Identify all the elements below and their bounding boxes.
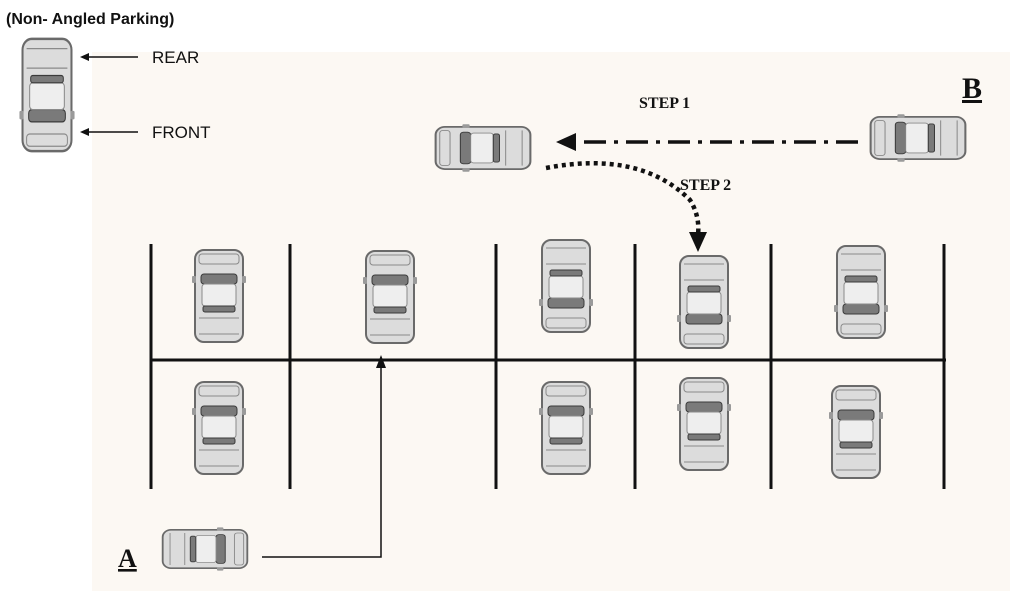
rear-arrow (80, 53, 138, 61)
rear-label: REAR (152, 48, 199, 67)
step-2-label: STEP 2 (680, 177, 731, 194)
step-1-car (436, 124, 531, 172)
parked-car (191, 249, 247, 343)
step-1-arrow (556, 133, 858, 151)
parked-car (828, 385, 884, 479)
car-a (163, 527, 248, 570)
step-2-arrow (545, 161, 707, 252)
parked-car (676, 377, 732, 471)
parked-car (362, 250, 418, 344)
marker-b: B (962, 72, 982, 105)
car-b (871, 114, 966, 162)
parking-lines (149, 244, 946, 489)
legend-title: (Non- Angled Parking) (6, 11, 174, 28)
parked-car (538, 381, 594, 475)
parked-car (191, 381, 247, 475)
step-1-label: STEP 1 (639, 95, 690, 112)
legend-car (19, 39, 74, 151)
parked-car (539, 240, 593, 332)
parked-car (834, 246, 888, 338)
legend: (Non- Angled Parking) REAR FRONT (6, 11, 211, 151)
parked-car (677, 256, 731, 348)
front-label: FRONT (152, 123, 211, 142)
path-a-arrow (262, 355, 386, 558)
marker-a: A (118, 544, 137, 573)
front-arrow (80, 128, 138, 136)
